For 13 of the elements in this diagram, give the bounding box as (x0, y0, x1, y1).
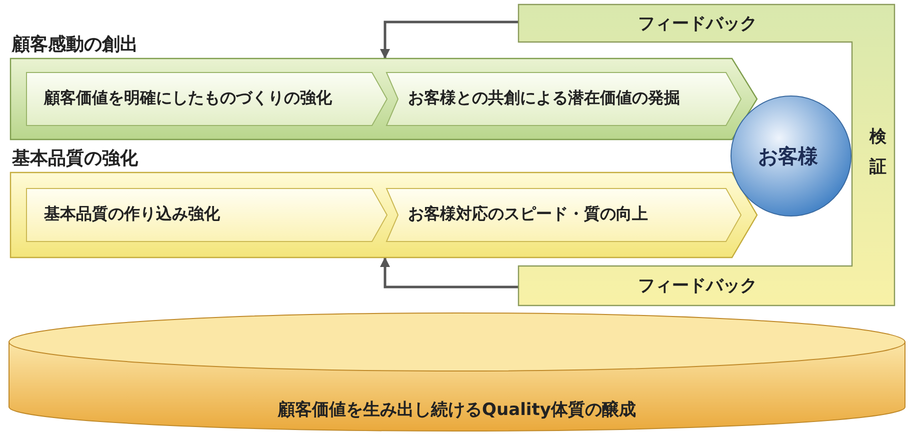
step-label: お客様との共創による潜在価値の発掘 (408, 88, 680, 109)
feedback-arrow (380, 20, 518, 59)
feedback-label: フィードバック (638, 13, 757, 35)
step-label: 基本品質の作り込み強化 (44, 204, 220, 225)
verification-label: 検証 (868, 126, 888, 179)
band-heading: 基本品質の強化 (12, 147, 138, 170)
step-label: 顧客価値を明確にしたものづくりの強化 (44, 88, 332, 109)
feedback-arrow (380, 257, 518, 288)
foundation-label: 顧客価値を生み出し続けるQuality体質の醸成 (276, 399, 637, 421)
feedback-label: フィードバック (638, 275, 757, 297)
step-label: お客様対応のスピード・質の向上 (408, 204, 648, 225)
customer-label: お客様 (758, 143, 818, 170)
band-heading: 顧客感動の創出 (12, 33, 138, 56)
